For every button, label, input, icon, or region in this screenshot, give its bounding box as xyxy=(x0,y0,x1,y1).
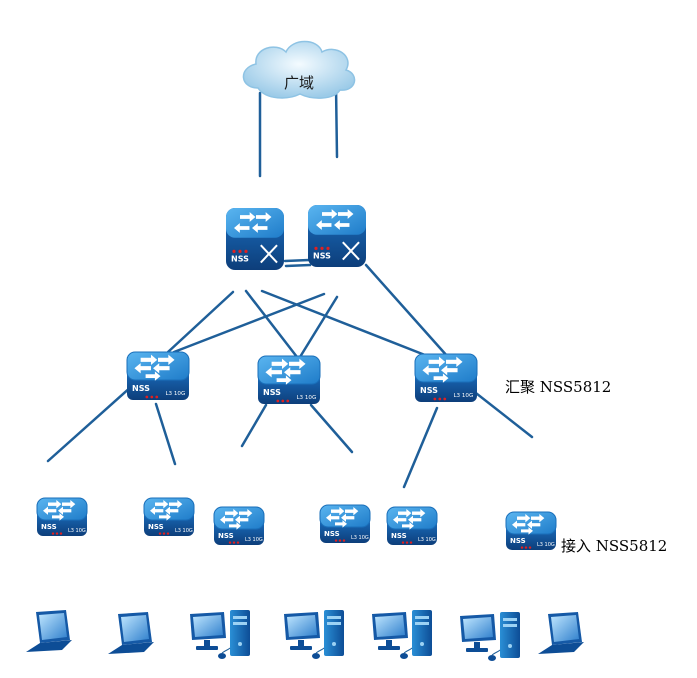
access-switch-5: NSS L3 10G xyxy=(386,506,438,545)
link-core1-agg3 xyxy=(260,289,432,359)
switch-brand-text: NSS xyxy=(324,530,340,538)
switch-brand-text: NSS xyxy=(148,523,164,531)
link-wan-core-right xyxy=(334,84,339,159)
switch-badge-text: L3 10G xyxy=(453,393,473,399)
link-agg2-access4 xyxy=(309,403,354,454)
endpoint-5 xyxy=(372,610,432,659)
switch-brand-text: NSS xyxy=(132,384,150,393)
laptop-icon xyxy=(538,612,584,654)
link-core1-agg2 xyxy=(244,289,299,359)
aggregation-switch-icon: NSS L3 10G xyxy=(126,351,190,400)
switch-badge-text: L3 10G xyxy=(245,537,263,543)
link-core-stack-1 xyxy=(283,258,311,263)
switch-badge-text: L3 10G xyxy=(175,528,193,534)
access-switch-icon: NSS L3 10G xyxy=(386,506,438,545)
core-switch-2: NSS xyxy=(308,205,366,267)
aggregation-switch-3: NSS L3 10G xyxy=(414,353,478,402)
link-core-stack-2 xyxy=(284,263,312,268)
desktop-computer-icon xyxy=(284,610,344,659)
link-core2-agg1 xyxy=(172,292,326,354)
aggregation-switch-icon: NSS L3 10G xyxy=(414,353,478,402)
link-core2-agg2 xyxy=(298,295,339,359)
laptop-icon xyxy=(108,612,154,654)
link-agg1-access2 xyxy=(154,402,177,466)
endpoint-3 xyxy=(190,610,250,659)
endpoint-1 xyxy=(26,610,72,652)
switch-brand-text: NSS xyxy=(41,523,57,531)
desktop-computer-icon xyxy=(190,610,250,659)
aggregation-switch-icon: NSS L3 10G xyxy=(257,355,321,404)
access-switch-2: NSS L3 10G xyxy=(143,497,195,536)
access-switch-icon: NSS L3 10G xyxy=(319,504,371,543)
switch-brand-text: NSS xyxy=(218,532,234,540)
endpoint-2 xyxy=(108,612,154,654)
access-switch-icon: NSS L3 10G xyxy=(143,497,195,536)
access-switch-1: NSS L3 10G xyxy=(36,497,88,536)
access-switch-6: NSS L3 10G xyxy=(505,511,557,550)
aggregation-layer-label: 汇聚 NSS5812 xyxy=(505,378,612,396)
core-switch-icon: NSS xyxy=(226,208,284,270)
wan-cloud-label: 广域 xyxy=(284,74,315,92)
switch-brand-text: NSS xyxy=(313,251,331,260)
links-layer xyxy=(46,84,534,489)
link-core1-agg1 xyxy=(166,290,235,354)
switch-badge-text: L3 10G xyxy=(296,395,316,401)
desktop-computer-icon xyxy=(460,612,520,661)
core-switch-1: NSS xyxy=(226,208,284,270)
access-switch-icon: NSS L3 10G xyxy=(36,497,88,536)
desktop-computer-icon xyxy=(372,610,432,659)
link-agg1-access1 xyxy=(46,384,134,463)
access-switch-icon: NSS L3 10G xyxy=(213,506,265,545)
switch-brand-text: NSS xyxy=(231,254,249,263)
link-core2-agg3 xyxy=(364,263,450,359)
cloud-icon xyxy=(242,40,356,99)
switch-brand-text: NSS xyxy=(510,537,526,545)
endpoint-7 xyxy=(538,612,584,654)
access-switch-icon: NSS L3 10G xyxy=(505,511,557,550)
switch-badge-text: L3 10G xyxy=(68,528,86,534)
switch-badge-text: L3 10G xyxy=(418,537,436,543)
switch-brand-text: NSS xyxy=(263,388,281,397)
switch-badge-text: L3 10G xyxy=(351,535,369,541)
access-switch-3: NSS L3 10G xyxy=(213,506,265,545)
link-agg2-access3 xyxy=(240,403,268,448)
core-switch-icon: NSS xyxy=(308,205,366,267)
switch-brand-text: NSS xyxy=(420,386,438,395)
switch-badge-text: L3 10G xyxy=(537,542,555,548)
aggregation-switch-1: NSS L3 10G xyxy=(126,351,190,400)
link-agg3-access5 xyxy=(402,406,439,489)
switch-brand-text: NSS xyxy=(391,532,407,540)
access-switch-4: NSS L3 10G xyxy=(319,504,371,543)
endpoint-4 xyxy=(284,610,344,659)
laptop-icon xyxy=(26,610,72,652)
aggregation-switch-2: NSS L3 10G xyxy=(257,355,321,404)
endpoint-6 xyxy=(460,612,520,661)
access-layer-label: 接入 NSS5812 xyxy=(561,537,668,555)
switch-badge-text: L3 10G xyxy=(165,391,185,397)
